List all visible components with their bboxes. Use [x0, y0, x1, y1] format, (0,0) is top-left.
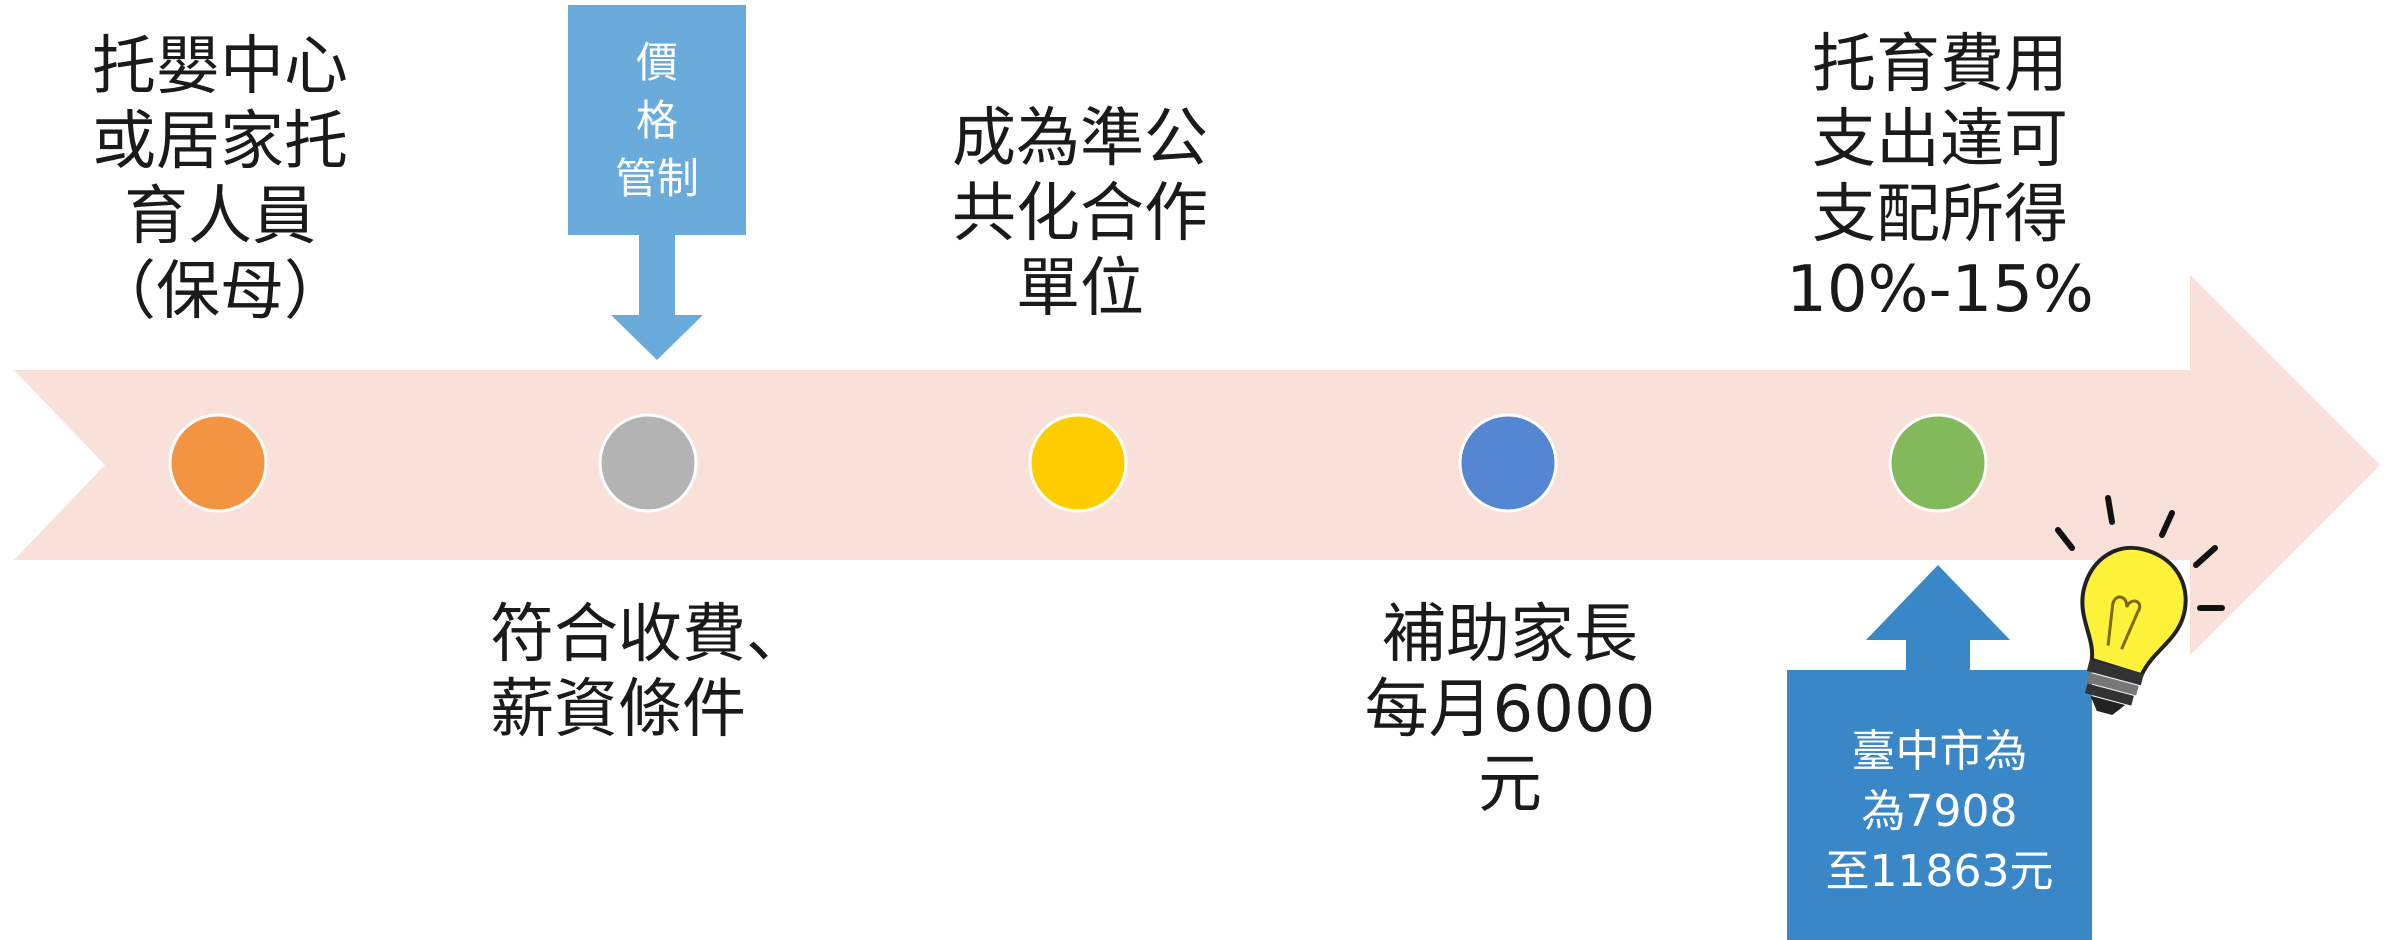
stop-4-label-line: 補助家長	[1382, 598, 1638, 672]
price-control-line: 價	[635, 38, 678, 87]
timeline-stop-3	[1028, 413, 1128, 513]
taichung-callout-shape	[1787, 565, 2092, 940]
stop-4-label-line: 每月6000	[1364, 673, 1656, 747]
stop-1-label-line: （保母）	[92, 255, 348, 329]
stop-2-label-line: 薪資條件	[490, 673, 746, 747]
stop-3-label-line: 共化合作	[952, 177, 1208, 251]
timeline-stop-2	[598, 413, 698, 513]
price-control-callout	[568, 5, 746, 360]
stop-5-label: 托育費用 支出達可 支配所得 10%-15%	[1760, 28, 2120, 328]
price-control-line: 格	[635, 96, 678, 145]
timeline-stop-5	[1888, 413, 1988, 513]
timeline-stop-1	[168, 413, 268, 513]
stop-3-label: 成為準公 共化合作 單位	[925, 102, 1235, 327]
stop-5-label-line: 支配所得	[1812, 178, 2068, 252]
stop-1-label-line: 育人員	[124, 180, 316, 254]
stop-1-label-line: 托嬰中心	[92, 30, 348, 104]
stop-1-label-line: 或居家托	[92, 105, 348, 179]
stop-5-label-line: 10%-15%	[1786, 253, 2094, 327]
stop-5-label-line: 托育費用	[1812, 28, 2068, 102]
price-control-line: 管制	[614, 154, 699, 203]
timeline-arrow	[14, 275, 2380, 655]
stop-4-label: 補助家長 每月6000 元	[1345, 598, 1675, 823]
stop-3-label-line: 單位	[1016, 252, 1144, 326]
stop-5-label-line: 支出達可	[1812, 103, 2068, 177]
price-control-text: 價 格 管制	[568, 34, 746, 208]
stop-2-label-line: 符合收費、	[490, 598, 810, 672]
taichung-text: 臺中市為 為7908 至11863元	[1787, 722, 2092, 902]
stop-1-label: 托嬰中心 或居家托 育人員 （保母）	[70, 30, 370, 330]
stop-3-label-line: 成為準公	[952, 102, 1208, 176]
stop-4-label-line: 元	[1478, 748, 1542, 822]
stop-2-label: 符合收費、 薪資條件	[490, 598, 850, 748]
timeline-stop-4	[1458, 413, 1558, 513]
taichung-line: 為7908	[1861, 786, 2018, 837]
taichung-line: 至11863元	[1825, 846, 2054, 897]
taichung-line: 臺中市為	[1851, 726, 2028, 777]
